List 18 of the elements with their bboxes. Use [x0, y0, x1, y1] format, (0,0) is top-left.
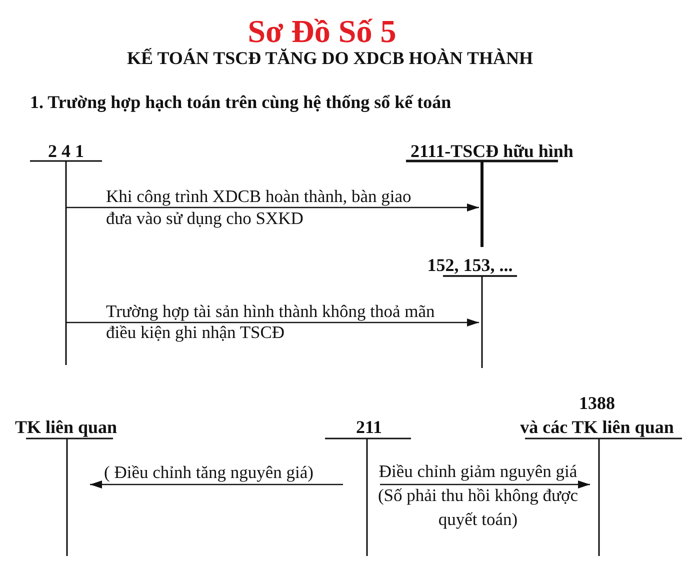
- account-title: 1388: [579, 393, 615, 413]
- subtitle: KẾ TOÁN TSCĐ TĂNG DO XDCB HOÀN THÀNH: [127, 48, 533, 68]
- title: Sơ Đồ Số 5: [248, 13, 396, 49]
- arrow: [380, 480, 590, 488]
- arrow: [66, 204, 479, 212]
- edge-label: Khi công trình XDCB hoàn thành, bàn giao đưa vào sử dụng cho SXKD: [106, 185, 412, 229]
- edge-label: Trường hợp tài sản hình thành không thoả mãn điều kiện ghi nhận TSCĐ: [106, 300, 436, 342]
- section-heading: 1. Trường hợp hạch toán trên cùng hệ thống sổ kế toán: [30, 92, 452, 112]
- arrow: [66, 318, 479, 326]
- arrow: [90, 480, 343, 488]
- edge-label: Điều chỉnh giảm nguyên giá (Số phải thu hồi không được quyết toán): [376, 460, 580, 531]
- edge-label: ( Điều chỉnh tăng nguyên giá): [104, 462, 314, 482]
- account-title: 2 4 1: [48, 141, 84, 161]
- account-title: 211: [356, 417, 382, 437]
- account-title: và các TK liên quan: [520, 417, 674, 437]
- account-title: 152, 153, ...: [427, 255, 513, 275]
- account-title: 2111-TSCĐ hữu hình: [410, 141, 574, 161]
- account-title: TK liên quan: [14, 417, 118, 437]
